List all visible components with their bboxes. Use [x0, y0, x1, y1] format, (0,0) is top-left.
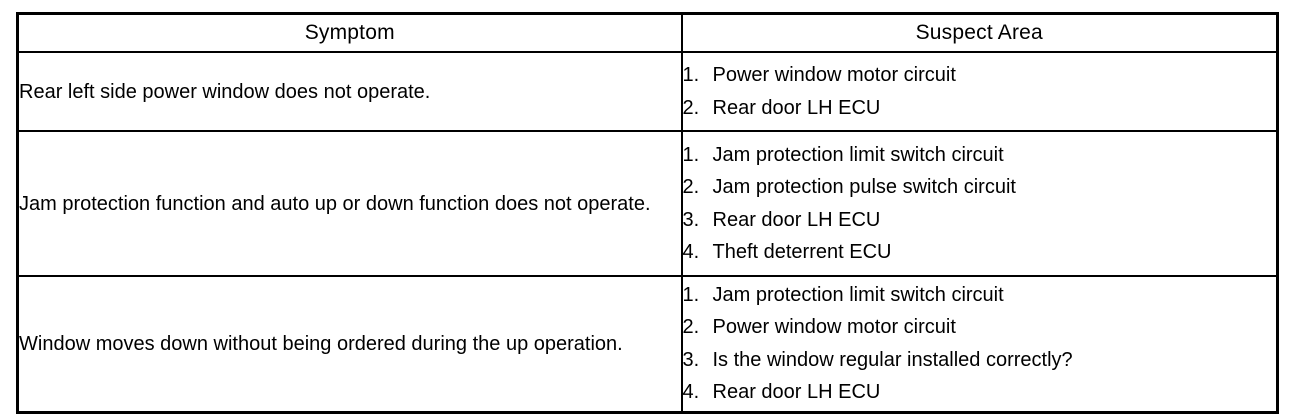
- list-item-number: 3.: [682, 208, 700, 231]
- list-item-label: Is the window regular installed correctl…: [712, 348, 1073, 371]
- list-item-label: Theft deterrent ECU: [712, 240, 892, 263]
- list-item: 2. Jam protection pulse switch circuit: [683, 171, 1277, 203]
- list-item-number: 1.: [682, 283, 700, 306]
- list-item-number: 2.: [682, 96, 700, 119]
- list-item-label: Power window motor circuit: [712, 64, 956, 87]
- list-item: 1. Jam protection limit switch circuit: [683, 279, 1277, 311]
- table-header: Symptom Suspect Area: [16, 12, 1279, 53]
- list-item-label: Rear door LH ECU: [712, 208, 881, 231]
- list-item: 1. Jam protection limit switch circuit: [683, 139, 1277, 171]
- table-row: Rear left side power window does not ope…: [16, 51, 1279, 132]
- list-item-label: Jam protection limit switch circuit: [712, 283, 1004, 306]
- table-header-row: Symptom Suspect Area: [16, 12, 1279, 53]
- table-row: Jam protection function and auto up or d…: [16, 130, 1279, 277]
- list-item-number: 2.: [682, 316, 700, 339]
- list-item-label: Power window motor circuit: [712, 316, 956, 339]
- column-header-suspect-area: Suspect Area: [680, 12, 1279, 53]
- list-item-number: 1.: [682, 143, 700, 166]
- suspect-area-cell: 1. Jam protection limit switch circuit 2…: [680, 130, 1279, 277]
- list-item: 2. Rear door LH ECU: [683, 92, 1277, 124]
- suspect-area-cell: 1. Power window motor circuit 2. Rear do…: [680, 51, 1279, 132]
- symptom-cell: Window moves down without being ordered …: [16, 275, 683, 413]
- symptom-cell: Jam protection function and auto up or d…: [16, 130, 683, 277]
- list-item: 4. Rear door LH ECU: [683, 376, 1277, 408]
- symptom-suspect-area-table: Symptom Suspect Area Rear left side powe…: [16, 12, 1279, 414]
- list-item-number: 4.: [682, 240, 700, 263]
- suspect-area-list: 1. Jam protection limit switch circuit 2…: [683, 279, 1277, 409]
- list-item: 3. Is the window regular installed corre…: [683, 344, 1277, 376]
- list-item-label: Jam protection pulse switch circuit: [712, 176, 1016, 199]
- list-item: 4. Theft deterrent ECU: [683, 236, 1277, 268]
- list-item: 3. Rear door LH ECU: [683, 204, 1277, 236]
- list-item-label: Rear door LH ECU: [712, 96, 881, 119]
- suspect-area-list: 1. Jam protection limit switch circuit 2…: [683, 139, 1277, 269]
- list-item-number: 1.: [682, 64, 700, 87]
- list-item-number: 2.: [682, 176, 700, 199]
- list-item-number: 3.: [682, 348, 700, 371]
- table-row: Window moves down without being ordered …: [16, 275, 1279, 413]
- column-header-symptom: Symptom: [16, 12, 683, 53]
- suspect-area-list: 1. Power window motor circuit 2. Rear do…: [683, 59, 1277, 124]
- list-item: 1. Power window motor circuit: [683, 59, 1277, 91]
- list-item-label: Rear door LH ECU: [712, 381, 881, 404]
- suspect-area-cell: 1. Jam protection limit switch circuit 2…: [680, 275, 1279, 413]
- symptom-cell: Rear left side power window does not ope…: [16, 51, 683, 132]
- table-body: Rear left side power window does not ope…: [16, 51, 1279, 413]
- list-item-number: 4.: [682, 381, 700, 404]
- list-item: 2. Power window motor circuit: [683, 311, 1277, 343]
- list-item-label: Jam protection limit switch circuit: [712, 143, 1004, 166]
